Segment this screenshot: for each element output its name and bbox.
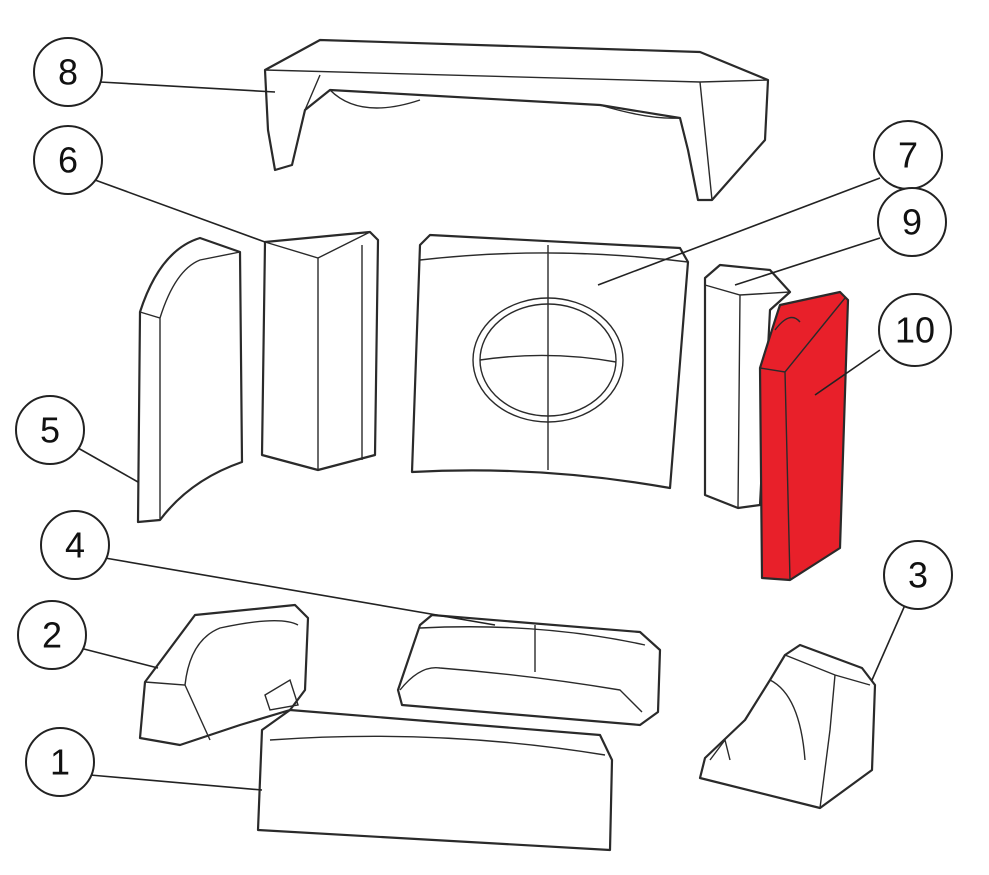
svg-text:10: 10 xyxy=(895,310,935,351)
part-9-side-brick xyxy=(703,263,792,510)
callout-6: 6 xyxy=(33,125,103,195)
svg-text:9: 9 xyxy=(902,202,922,243)
callout-8: 8 xyxy=(33,37,103,107)
highlight-fill xyxy=(758,290,850,582)
callout-7: 7 xyxy=(873,120,943,190)
callout-10: 10 xyxy=(878,293,952,367)
part-7-rear-brick xyxy=(410,233,690,490)
part-5-side-brick xyxy=(136,236,244,524)
callout-5: 5 xyxy=(15,395,85,465)
svg-text:3: 3 xyxy=(908,555,928,596)
part-8-top-baffle xyxy=(263,38,770,202)
part-1-front-bar xyxy=(256,708,614,852)
svg-text:4: 4 xyxy=(65,525,85,566)
part-3-floor-corner-right xyxy=(698,643,877,810)
callout-9: 9 xyxy=(877,187,947,257)
svg-text:6: 6 xyxy=(58,140,78,181)
part-10-highlighted-brick xyxy=(758,290,850,582)
part-6-side-brick xyxy=(260,230,380,472)
svg-text:7: 7 xyxy=(898,135,918,176)
leader-lines xyxy=(77,81,906,791)
callout-4: 4 xyxy=(40,510,110,580)
callout-2: 2 xyxy=(17,600,87,670)
callout-3: 3 xyxy=(883,540,953,610)
svg-text:2: 2 xyxy=(42,615,62,656)
part-2-floor-corner-left xyxy=(138,603,310,747)
svg-text:1: 1 xyxy=(50,742,70,783)
callout-1: 1 xyxy=(25,727,95,797)
svg-text:5: 5 xyxy=(40,410,60,451)
part-4-floor-brick xyxy=(396,613,662,727)
svg-text:8: 8 xyxy=(58,52,78,93)
